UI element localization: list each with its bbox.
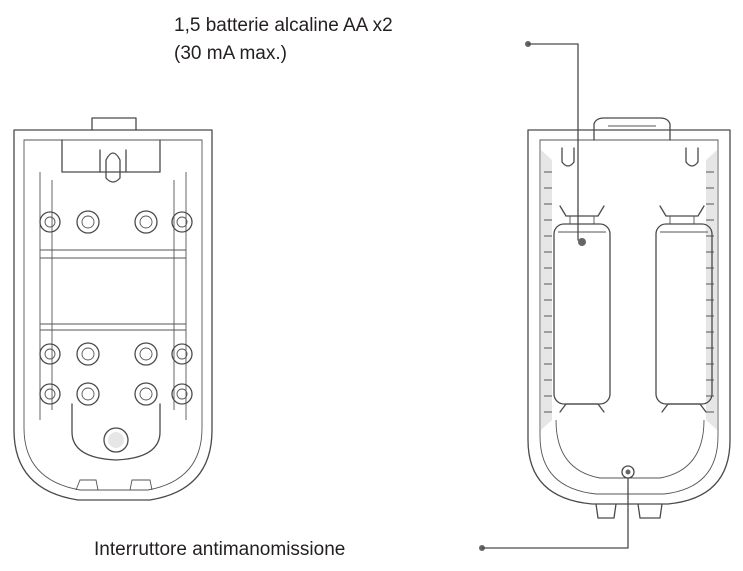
lower-screw-holes [39,342,193,406]
battery-aa-right [655,205,713,413]
housing-side-ribs [544,171,714,413]
battery-label-line1: 1,5 batterie alcaline AA x2 [174,15,393,36]
upper-screw-holes [39,210,193,234]
battery-aa-left [553,205,611,413]
battery-callout-label: 1,5 batterie alcaline AA x2 (30 mA max.) [174,12,393,68]
back-cover-outer-view [13,117,213,501]
tamper-switch-callout-label: Interruttore antimanomissione [94,539,346,560]
tamper-switch-callout-leader [479,477,629,551]
open-housing-view [527,117,731,519]
battery-label-line2: (30 mA max.) [174,43,287,64]
battery-callout-leader [525,41,579,241]
